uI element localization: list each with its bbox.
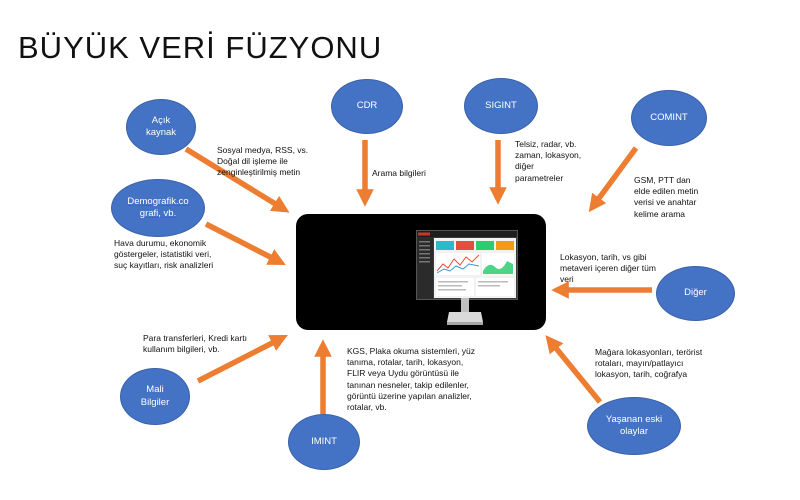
label-imint: KGS, Plaka okuma sistemleri, yüz tanıma,… xyxy=(347,346,476,413)
monitor-stand xyxy=(447,298,483,325)
node-demografik: Demografik.co grafi, vb. xyxy=(111,179,205,237)
label-demografik: Hava durumu, ekonomik göstergeler, istat… xyxy=(114,238,214,271)
node-yasanan: Yaşanan eski olaylar xyxy=(587,397,681,455)
node-diger: Diğer xyxy=(656,266,735,321)
label-cdr: Arama bilgileri xyxy=(372,168,426,178)
node-imint: IMINT xyxy=(288,414,360,470)
label-comint: GSM, PTT dan elde edilen metin verisi ve… xyxy=(634,175,699,219)
arrow-demografik xyxy=(204,221,286,266)
dashboard-screen-icon xyxy=(416,230,518,300)
label-yasanan: Mağara lokasyonları, terörist rotaları, … xyxy=(595,347,703,380)
node-mali: Mali Bilgiler xyxy=(120,368,190,425)
label-diger: Lokasyon, tarih, vs gibi metaveri içeren… xyxy=(560,252,656,285)
label-sigint: Telsiz, radar, vb. zaman, lokasyon, diğe… xyxy=(515,139,582,183)
arrow-acik-kaynak xyxy=(184,146,290,213)
node-acik-kaynak: Açık kaynak xyxy=(126,99,196,155)
label-mali: Para transferleri, Kredi kartı kullanım … xyxy=(143,333,247,355)
arrow-comint xyxy=(588,146,639,213)
slide-title: BÜYÜK VERİ FÜZYONU xyxy=(18,30,383,65)
node-sigint: SIGINT xyxy=(464,78,538,134)
arrow-yasanan xyxy=(545,335,603,404)
node-cdr: CDR xyxy=(331,79,403,134)
label-acik-kaynak: Sosyal medya, RSS, vs. Doğal dil işleme … xyxy=(217,145,309,178)
node-comint: COMINT xyxy=(631,90,707,146)
arrow-mali xyxy=(196,334,288,384)
